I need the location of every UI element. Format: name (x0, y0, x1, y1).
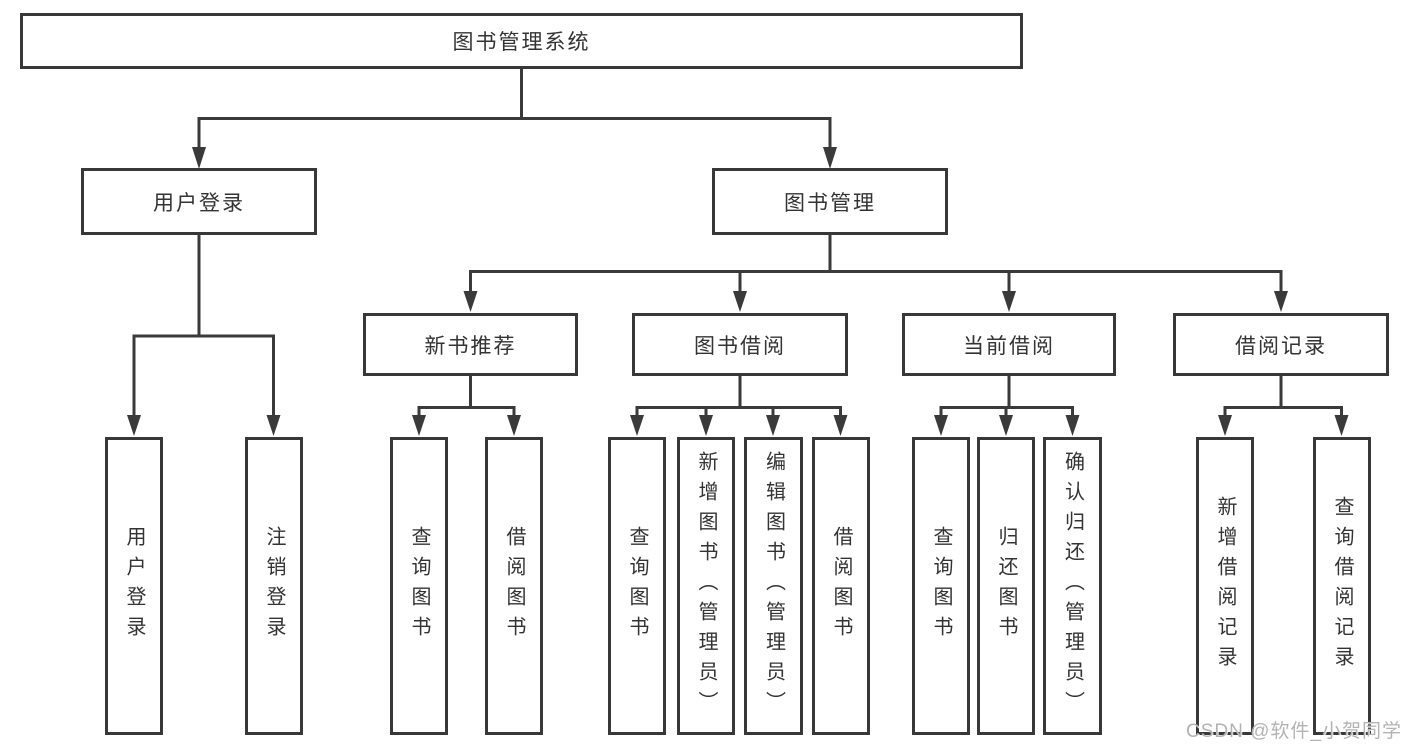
node-label: 查询图书 (408, 526, 430, 646)
node-label: 当前借阅 (963, 334, 1055, 358)
leaf-query-books-recommend: 查询图书 (390, 437, 448, 735)
leaf-logout: 注销登录 (245, 437, 303, 735)
leaf-edit-books-admin: 编辑图书（管理员） (744, 437, 803, 735)
node-library-system: 图书管理系统 (20, 13, 1023, 69)
node-book-management: 图书管理 (712, 168, 948, 235)
leaf-add-borrow-record: 新增借阅记录 (1196, 437, 1254, 735)
leaf-add-books-admin: 新增图书（管理员） (677, 437, 735, 735)
leaf-query-books-current: 查询图书 (912, 437, 970, 735)
csdn-watermark: CSDN @软件_小贺同学 (1186, 721, 1402, 742)
node-label: 借阅图书 (503, 526, 525, 646)
node-book-borrow: 图书借阅 (632, 313, 848, 376)
node-label: 归还图书 (995, 526, 1017, 646)
node-label: 查询图书 (930, 526, 952, 646)
leaf-borrow-books: 借阅图书 (812, 437, 870, 735)
node-borrow-records: 借阅记录 (1173, 313, 1389, 376)
node-user-login: 用户登录 (81, 168, 317, 235)
node-label: 新书推荐 (424, 334, 517, 358)
leaf-query-books-borrow: 查询图书 (608, 437, 666, 735)
leaf-query-borrow-record: 查询借阅记录 (1313, 437, 1371, 735)
node-label: 注销登录 (263, 526, 285, 646)
leaf-confirm-return-admin: 确认归还（管理员） (1043, 437, 1102, 735)
node-label: 编辑图书（管理员） (762, 451, 785, 721)
node-label: 查询图书 (626, 526, 648, 646)
node-new-book-recommend: 新书推荐 (363, 313, 578, 376)
leaf-borrow-books-recommend: 借阅图书 (485, 437, 543, 735)
node-label: 借阅图书 (830, 526, 852, 646)
node-label: 新增图书（管理员） (695, 451, 717, 721)
node-label: 用户登录 (153, 191, 245, 215)
node-label: 新增借阅记录 (1214, 496, 1236, 676)
node-label: 用户登录 (123, 526, 145, 646)
node-label: 查询借阅记录 (1331, 496, 1353, 676)
node-label: 图书管理系统 (452, 31, 591, 54)
node-current-borrow: 当前借阅 (902, 313, 1116, 376)
leaf-return-books: 归还图书 (977, 437, 1035, 735)
node-label: 图书管理 (784, 191, 876, 215)
leaf-user-login: 用户登录 (105, 437, 163, 735)
node-label: 图书借阅 (694, 334, 786, 358)
node-label: 确认归还（管理员） (1061, 451, 1084, 721)
node-label: 借阅记录 (1235, 334, 1327, 358)
